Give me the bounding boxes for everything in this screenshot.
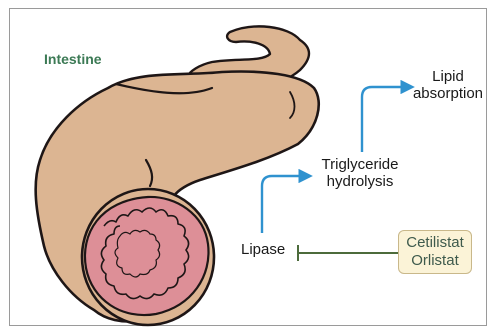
drug-label-orlistat: Orlistat	[411, 252, 459, 270]
node-triglyceride-hydrolysis-label: Triglyceride hydrolysis	[322, 156, 399, 190]
node-lipid-absorption-label: Lipid absorption	[413, 68, 483, 102]
node-lipid-absorption: Lipid absorption	[402, 68, 494, 102]
inhibitor-drug-box: Cetilistat Orlistat	[398, 230, 472, 274]
node-triglyceride-hydrolysis: Triglyceride hydrolysis	[305, 156, 415, 190]
intestine-label: Intestine	[44, 51, 102, 67]
arrow-lipase-to-hydrolysis	[262, 176, 310, 233]
node-lipase: Lipase	[241, 241, 285, 258]
drug-label-cetilistat: Cetilistat	[406, 234, 464, 252]
